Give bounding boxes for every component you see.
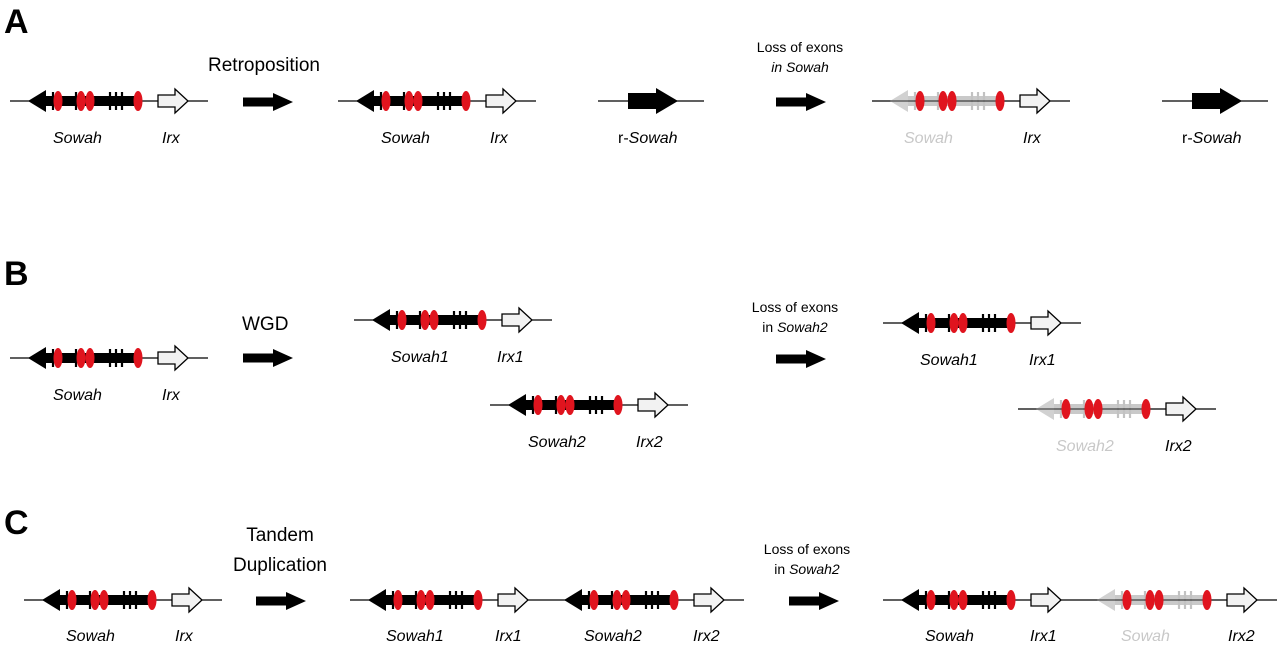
locus-c3 (883, 587, 1277, 613)
irx2-gene (637, 392, 669, 418)
gene-label-r-sowah: r-Sowah (1182, 130, 1242, 147)
event-label-tandem-line1: Tandem (246, 525, 314, 546)
locus-a2 (338, 88, 536, 114)
irx-gene (157, 88, 189, 114)
event-label-loss-line1: Loss of exons (752, 299, 838, 315)
gene-label-irx1: Irx1 (497, 349, 524, 366)
r-sowah-gene (628, 88, 678, 114)
event-arrow (243, 93, 293, 111)
locus-c1 (24, 587, 222, 613)
gene-label-irx2: Irx2 (693, 628, 720, 645)
irx2-gene (1165, 396, 1197, 422)
r-sowah-gene (1192, 88, 1242, 114)
event-label-loss-line2: in Sowah (771, 59, 829, 75)
event-label-loss-line2: in Sowah2 (774, 561, 840, 577)
panel-b: B Sowah Irx WGD Sowah1 Irx1 Sowah (4, 255, 1216, 455)
gene-label-sowah2-faded: Sowah2 (1056, 438, 1114, 455)
gene-label-irx1: Irx1 (495, 628, 522, 645)
event-label-retroposition: Retroposition (208, 55, 320, 76)
panel-label-c: C (4, 504, 29, 542)
irx-gene (171, 587, 203, 613)
irx1-gene (501, 307, 533, 333)
locus-r-sowah-2 (1162, 88, 1268, 114)
gene-label-sowah: Sowah (381, 130, 430, 147)
irx-gene (1019, 88, 1051, 114)
irx-gene (485, 88, 517, 114)
irx2-gene (1226, 587, 1258, 613)
locus-r-sowah-1 (598, 88, 704, 114)
event-arrow (256, 592, 306, 610)
event-label-wgd: WGD (242, 314, 288, 335)
event-arrow (776, 93, 826, 111)
panel-a: A Sowah Irx Retroposition Sowah Irx r-So… (4, 3, 1268, 147)
panel-label-b: B (4, 255, 29, 293)
gene-label-irx: Irx (490, 130, 509, 147)
gene-label-sowah-faded: Sowah (904, 130, 953, 147)
gene-label-sowah2: Sowah2 (528, 434, 586, 451)
gene-label-irx2: Irx2 (1228, 628, 1255, 645)
event-arrow (776, 350, 826, 368)
gene-label-irx: Irx (1023, 130, 1042, 147)
locus-c2-tandem (350, 587, 744, 613)
locus-b1 (10, 345, 208, 371)
gene-label-sowah: Sowah (925, 628, 974, 645)
gene-label-sowah-faded: Sowah (1121, 628, 1170, 645)
gene-label-sowah1: Sowah1 (386, 628, 444, 645)
locus-a1 (10, 88, 208, 114)
gene-label-sowah: Sowah (53, 130, 102, 147)
gene-label-irx: Irx (162, 387, 181, 404)
gene-label-sowah1: Sowah1 (920, 352, 978, 369)
gene-label-irx: Irx (175, 628, 194, 645)
gene-label-irx1: Irx1 (1030, 628, 1057, 645)
locus-b3-sowah2 (490, 392, 688, 418)
gene-label-sowah2: Sowah2 (584, 628, 642, 645)
gene-label-sowah1: Sowah1 (391, 349, 449, 366)
locus-b5-sowah2-degraded (1018, 396, 1216, 422)
locus-a3 (872, 88, 1070, 114)
panel-c: C Sowah Irx Tandem Duplication Sowah1 (4, 504, 1277, 645)
gene-label-r-sowah: r-Sowah (618, 130, 678, 147)
panel-label-a: A (4, 3, 29, 41)
event-arrow (243, 349, 293, 367)
locus-b4-sowah1 (883, 310, 1081, 336)
irx2-gene (693, 587, 725, 613)
gene-label-sowah: Sowah (66, 628, 115, 645)
gene-label-irx: Irx (162, 130, 181, 147)
gene-label-sowah: Sowah (53, 387, 102, 404)
gene-label-irx1: Irx1 (1029, 352, 1056, 369)
locus-b2-sowah1 (354, 307, 552, 333)
gene-label-irx2: Irx2 (1165, 438, 1192, 455)
irx-gene (157, 345, 189, 371)
event-label-loss-line1: Loss of exons (757, 39, 843, 55)
irx1-gene (1030, 587, 1062, 613)
irx1-gene (1030, 310, 1062, 336)
event-label-loss-line1: Loss of exons (764, 541, 850, 557)
event-arrow (789, 592, 839, 610)
event-label-tandem-line2: Duplication (233, 555, 327, 576)
event-label-loss-line2: in Sowah2 (762, 319, 828, 335)
irx1-gene (497, 587, 529, 613)
gene-label-irx2: Irx2 (636, 434, 663, 451)
